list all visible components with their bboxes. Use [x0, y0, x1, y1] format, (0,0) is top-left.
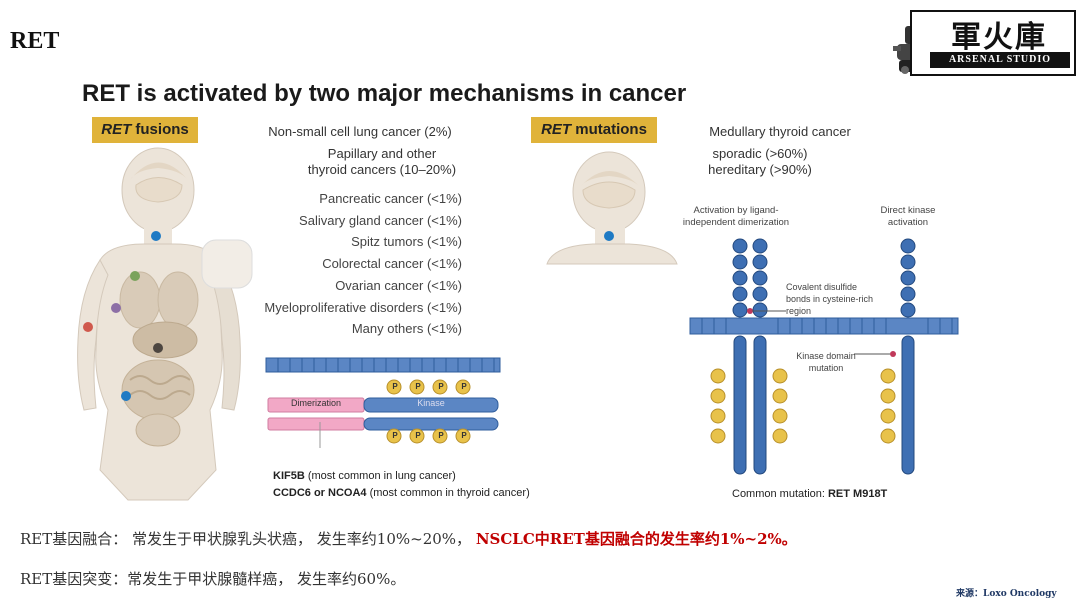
- kinase-label: Kinase: [417, 398, 445, 408]
- fusion-protein-diagram: [265, 357, 501, 448]
- fusion-partner-2-note: (most common in thyroid cancer): [366, 487, 530, 499]
- phospho-label: P: [461, 382, 467, 391]
- direct-kinase-label-2: activation: [887, 217, 929, 228]
- direct-kinase-label-1: Direct kinase: [880, 205, 936, 216]
- disulfide-label-2: bonds in cysteine-rich: [786, 294, 874, 304]
- fusion-partner-1-note: (most common in lung cancer): [304, 470, 456, 482]
- figure-title: RET is activated by two major mechanisms…: [82, 80, 687, 107]
- thyroid-label-line2: thyroid cancers (10–20%): [307, 162, 457, 177]
- footer-line-1-text: RET基因融合： 常发生于甲状腺乳头状癌， 发生率约10%~20%，: [20, 530, 476, 548]
- common-mutation-prefix: Common mutation:: [732, 488, 828, 500]
- fusion-cancer-item: Many others (<1%): [351, 321, 462, 337]
- fusion-cancer-item: Pancreatic cancer (<1%): [319, 191, 462, 206]
- fusion-cancer-item: Colorectal cancer (<1%): [322, 256, 462, 272]
- hereditary-label: hereditary (>90%): [708, 162, 812, 177]
- mtc-label: Medullary thyroid cancer: [709, 124, 851, 139]
- dimerization-label: Dimerization: [290, 398, 341, 408]
- fusion-partner-2: CCDC6 or NCOA4 (most common in thyroid c…: [273, 487, 530, 499]
- fusion-cancer-item: Salivary gland cancer (<1%): [299, 212, 462, 228]
- kinase-domain-label-2: mutation: [808, 363, 844, 373]
- phospho-label: P: [415, 431, 421, 440]
- phospho-label: P: [392, 431, 398, 440]
- logo-text: 軍火庫: [951, 20, 1047, 55]
- slide-title: RET: [10, 28, 60, 54]
- fusion-cancer-item: Ovarian cancer (<1%): [335, 277, 462, 293]
- phospho-label: P: [415, 382, 421, 391]
- kinase-domain-label-1: Kinase domain: [796, 351, 856, 361]
- phospho-group-bottom: [386, 428, 471, 444]
- logo-subtext: ARSENAL STUDIO: [930, 52, 1070, 68]
- fusion-partner-2-gene: CCDC6 or NCOA4: [273, 487, 367, 499]
- fusion-cancer-list: Pancreatic cancer (<1%) Salivary gland c…: [250, 188, 462, 340]
- phospho-label: P: [392, 382, 398, 391]
- head-illustration: [546, 151, 678, 265]
- fusions-tag-gene: RET: [101, 121, 132, 138]
- footer-line-2: RET基因突变：常发生于甲状腺髓样癌， 发生率约60%。: [20, 570, 406, 588]
- source-note: 来源：Loxo Oncology: [956, 589, 1057, 599]
- fusion-cancer-item: Myeloproliferative disorders (<1%): [264, 299, 462, 315]
- phospho-label: P: [438, 382, 444, 391]
- phospho-group-top: [386, 379, 471, 395]
- thyroid-label-line1: Papillary and other: [327, 146, 437, 161]
- fusion-partner-1-gene: KIF5B: [273, 470, 305, 482]
- footer-line-1: RET基因融合： 常发生于甲状腺乳头状癌， 发生率约10%~20%， NSCLC…: [20, 528, 797, 549]
- fusion-partner-1: KIF5B (most common in lung cancer): [273, 470, 456, 482]
- mutations-tag-gene: RET: [541, 121, 572, 138]
- mutations-tag-label: mutations: [571, 121, 647, 138]
- disulfide-label-1: Covalent disulfide: [786, 282, 858, 292]
- nsclc-label: Non-small cell lung cancer (2%): [268, 124, 452, 139]
- ret-receptor-diagram: [689, 238, 959, 475]
- phospho-label: P: [461, 431, 467, 440]
- footer-line-1-highlight: NSCLC中RET基因融合的发生率约1%~2%。: [475, 530, 797, 548]
- activation-ligand-label-2: independent dimerization: [682, 217, 790, 228]
- phospho-label: P: [438, 431, 444, 440]
- sporadic-label: sporadic (>60%): [712, 146, 808, 161]
- common-mutation-name: RET M918T: [827, 488, 888, 500]
- fusions-tag: RET fusions: [92, 117, 198, 143]
- activation-ligand-label-1: Activation by ligand-: [693, 205, 779, 216]
- fusions-tag-label: fusions: [131, 121, 189, 138]
- disulfide-label-3: region: [786, 306, 812, 316]
- mutations-tag: RET mutations: [531, 117, 657, 143]
- common-mutation-label: Common mutation: RET M918T: [732, 488, 887, 500]
- fusion-cancer-item: Spitz tumors (<1%): [351, 234, 462, 250]
- human-body-illustration: [77, 147, 253, 501]
